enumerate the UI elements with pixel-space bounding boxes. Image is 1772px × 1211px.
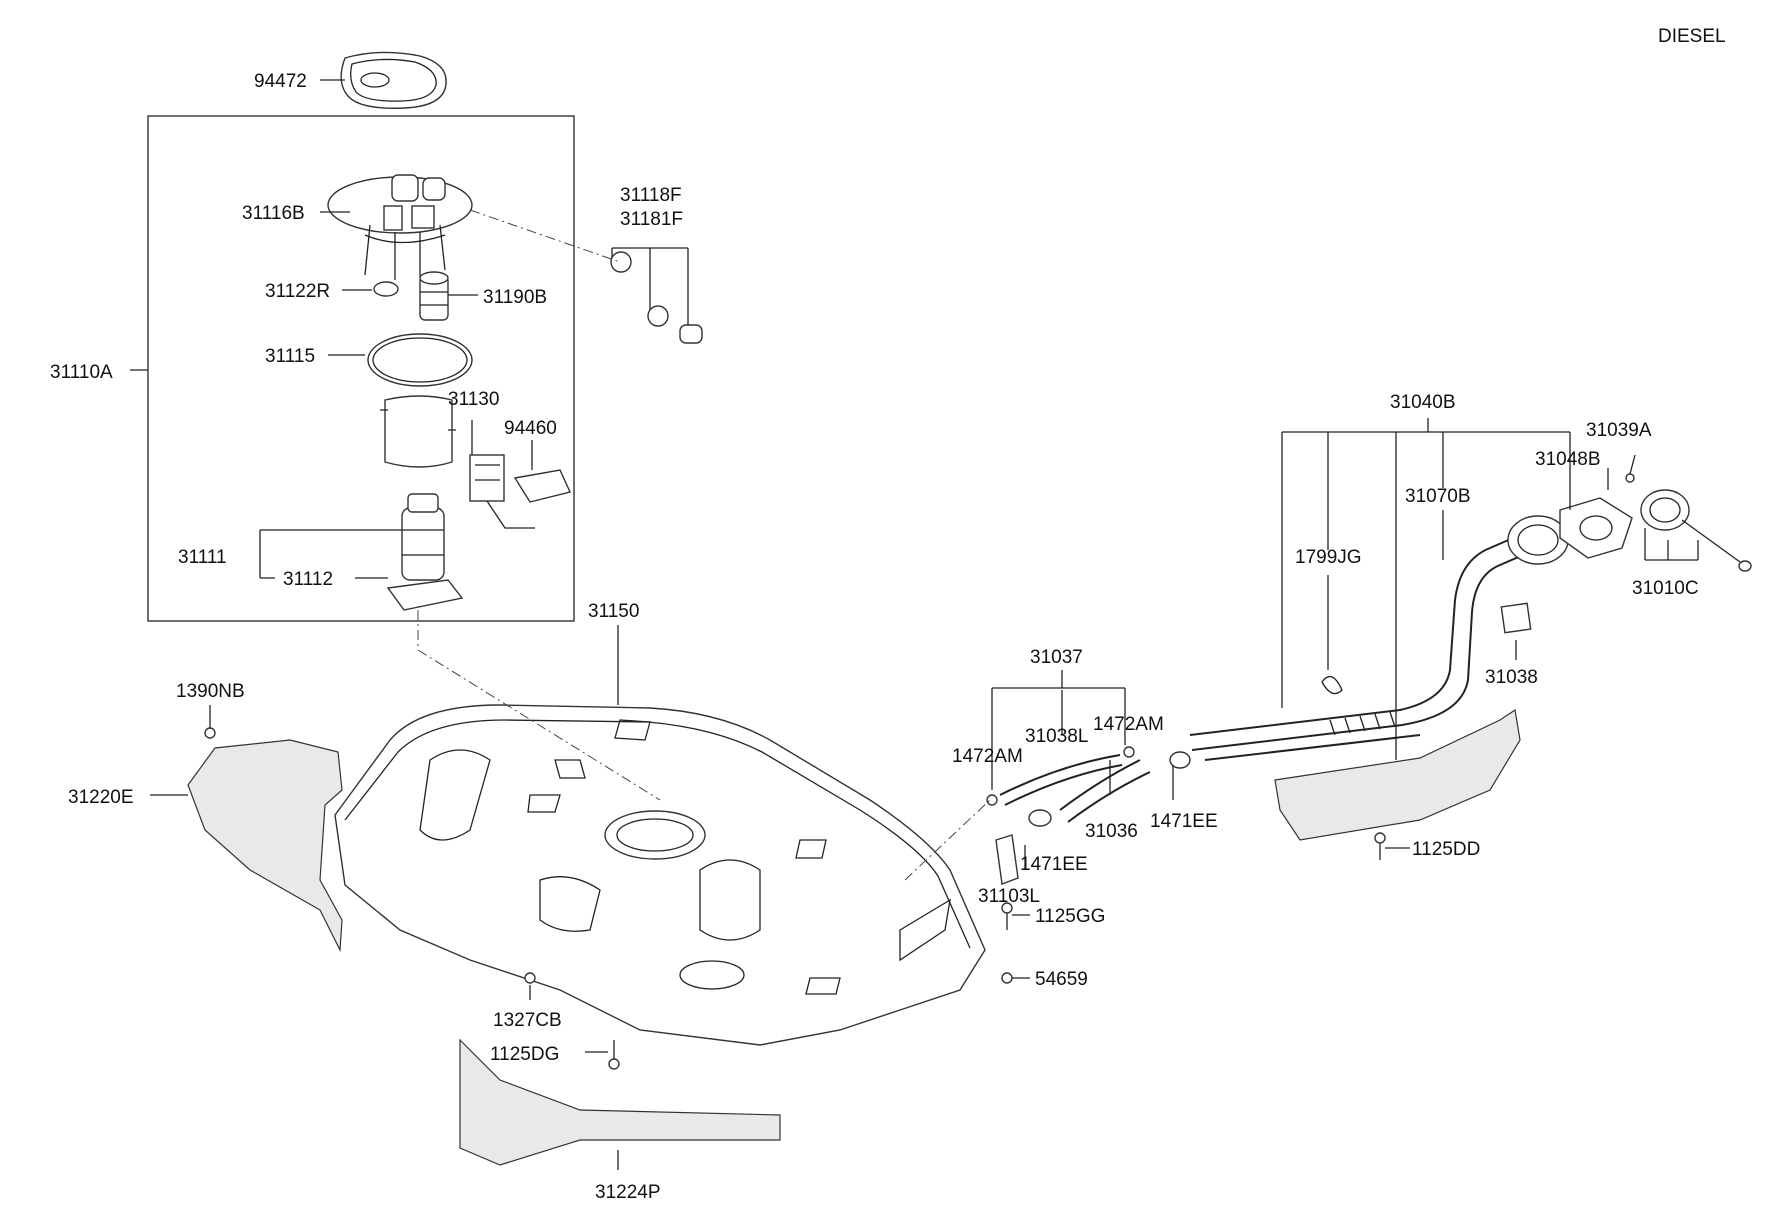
label-31038L: 31038L — [1025, 726, 1088, 747]
label-94472: 94472 — [254, 71, 307, 92]
label-31103L: 31103L — [978, 886, 1040, 907]
fuel-tank-31150 — [334, 704, 986, 1046]
label-31037: 31037 — [1030, 647, 1083, 668]
hose-31103L — [995, 834, 1019, 885]
reservoir-cup-31130 — [384, 395, 453, 468]
label-31070B: 31070B — [1405, 486, 1471, 507]
label-plate-31038 — [1500, 602, 1532, 634]
o-ring-31122R — [373, 281, 399, 297]
clamp-1471EE-a — [1028, 809, 1052, 827]
part-labels: 94472 31116B 31118F 31181F 31122R 31190B… — [50, 71, 1699, 1203]
strainer-31112 — [386, 579, 464, 611]
clamp-1472AM-b — [1123, 746, 1135, 758]
label-31038: 31038 — [1485, 667, 1538, 688]
fuel-pump-assembly-group — [147, 51, 575, 622]
label-31190B: 31190B — [483, 287, 547, 308]
clamp-1472AM-a — [986, 794, 998, 806]
clips-31118F-31181F — [610, 251, 703, 344]
label-31036: 31036 — [1085, 821, 1138, 842]
fuel-sender-94460 — [469, 454, 571, 529]
pump-assembly-box — [147, 115, 575, 622]
filler-cap-31010C — [1640, 489, 1752, 572]
label-31118F: 31118F — [620, 185, 682, 206]
tank-protector — [1274, 708, 1521, 841]
label-1125DG: 1125DG — [490, 1044, 559, 1065]
label-1125DD: 1125DD — [1412, 839, 1480, 860]
label-54659: 54659 — [1035, 969, 1088, 990]
label-94460: 94460 — [504, 418, 557, 439]
label-31224P: 31224P — [595, 1182, 661, 1203]
cover-plate-94472 — [340, 51, 447, 109]
label-1799JG: 1799JG — [1295, 547, 1362, 568]
label-1390NB: 1390NB — [176, 681, 245, 702]
label-1472AM-left: 1472AM — [952, 746, 1023, 767]
label-31110A: 31110A — [50, 362, 113, 383]
o-ring-31115 — [367, 333, 473, 387]
label-1327CB: 1327CB — [493, 1010, 562, 1031]
diesel-label: DIESEL — [1658, 26, 1726, 47]
label-31039A: 31039A — [1586, 420, 1652, 441]
clip-1799JG — [1321, 675, 1343, 695]
label-31112: 31112 — [283, 569, 333, 590]
label-31048B: 31048B — [1535, 449, 1601, 470]
label-1125GG: 1125GG — [1035, 906, 1105, 927]
label-31010C: 31010C — [1632, 578, 1699, 599]
heat-shield-31220E — [187, 739, 343, 953]
clamp-1471EE-b — [1169, 751, 1191, 769]
screw-31039A — [1625, 473, 1635, 483]
label-1471EE-lower: 1471EE — [1020, 854, 1088, 875]
leader-lines — [130, 79, 1699, 1170]
label-31150: 31150 — [588, 601, 639, 622]
label-1471EE-upper: 1471EE — [1150, 811, 1218, 832]
label-31115: 31115 — [265, 346, 315, 367]
label-31181F: 31181F — [620, 209, 683, 230]
nut-1390NB — [204, 727, 216, 739]
filler-neck-31040B — [1189, 515, 1569, 761]
label-31040B: 31040B — [1390, 392, 1456, 413]
fuel-filter-31190B — [419, 271, 449, 321]
nut-1327CB — [524, 972, 536, 984]
label-1472AM-right: 1472AM — [1093, 714, 1164, 735]
label-31130: 31130 — [448, 389, 499, 410]
under-shield-31224P — [459, 1038, 781, 1166]
label-31220E: 31220E — [68, 787, 134, 808]
label-31116B: 31116B — [242, 203, 305, 224]
label-31122R: 31122R — [265, 281, 330, 302]
filler-hose-31036 — [1059, 759, 1141, 811]
fasteners — [204, 473, 1635, 1070]
filler-gasket-31048B — [1559, 497, 1633, 559]
label-31111: 31111 — [178, 547, 227, 568]
pump-flange-31116B — [327, 174, 473, 280]
fuel-pump-motor-31111 — [401, 493, 445, 581]
nut-54659 — [1001, 972, 1013, 984]
vent-hose-31038L — [999, 754, 1121, 796]
